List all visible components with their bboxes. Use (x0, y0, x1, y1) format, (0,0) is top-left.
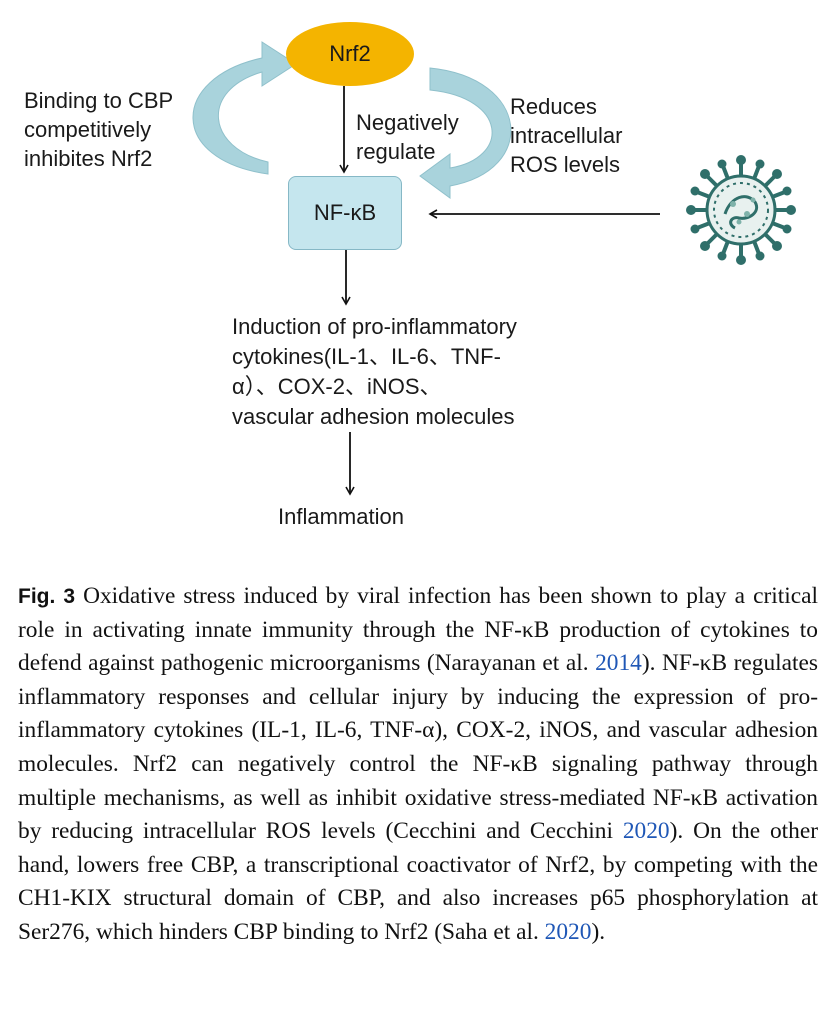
caption-text: ). NF-κB regulates inflammatory response… (18, 650, 818, 845)
cbp-curved-arrow (192, 41, 297, 175)
cbp-binding-line: inhibites Nrf2 (24, 146, 153, 171)
nfkb-node: NF-κB (288, 176, 402, 250)
induction-line: vascular adhesion molecules (232, 404, 515, 429)
virus-icon (686, 155, 796, 265)
ros-reduction-line: ROS levels (510, 152, 621, 177)
citation-link[interactable]: 2020 (544, 918, 592, 945)
ros-reduction-line: intracellular (510, 123, 623, 148)
citation-link[interactable]: 2020 (622, 818, 670, 845)
induction-line: cytokines(IL-1、IL-6、TNF- (232, 344, 501, 369)
caption-text: ). On the other hand, lowers free CBP, a… (18, 818, 819, 945)
cbp-binding-line: Binding to CBP (24, 88, 174, 113)
caption-text: Oxidative stress induced by viral infect… (18, 583, 819, 677)
cbp-binding-label: Binding to CBP competitively inhibites N… (24, 86, 173, 173)
negative-regulate-line: Negatively (356, 110, 459, 135)
ros-curved-arrow (419, 67, 512, 199)
nrf2-node: Nrf2 (286, 22, 414, 86)
ros-reduction-line: Reduces (510, 94, 597, 119)
caption-text: ). (591, 918, 606, 945)
ros-reduction-label: Reduces intracellular ROS levels (510, 92, 623, 179)
negative-regulate-line: regulate (356, 139, 436, 164)
induction-line: Induction of pro-inflammatory (232, 314, 517, 339)
cbp-binding-line: competitively (24, 117, 152, 142)
nfkb-label: NF-κB (313, 200, 377, 225)
inflammation-text: Inflammation (278, 504, 404, 529)
induction-label: Induction of pro-inflammatory cytokines(… (232, 312, 517, 432)
diagram-canvas (192, 41, 796, 496)
pathway-diagram: Nrf2 NF-κB Binding to CBP competitively … (24, 22, 796, 531)
figure-number: Fig. 3 (18, 585, 76, 608)
nrf2-label: Nrf2 (329, 41, 371, 66)
citation-link[interactable]: 2014 (595, 650, 642, 677)
negative-regulate-label: Negatively regulate (356, 108, 459, 166)
inflammation-label: Inflammation (278, 502, 404, 531)
induction-line: α）、COX-2、iNOS、 (232, 374, 442, 399)
